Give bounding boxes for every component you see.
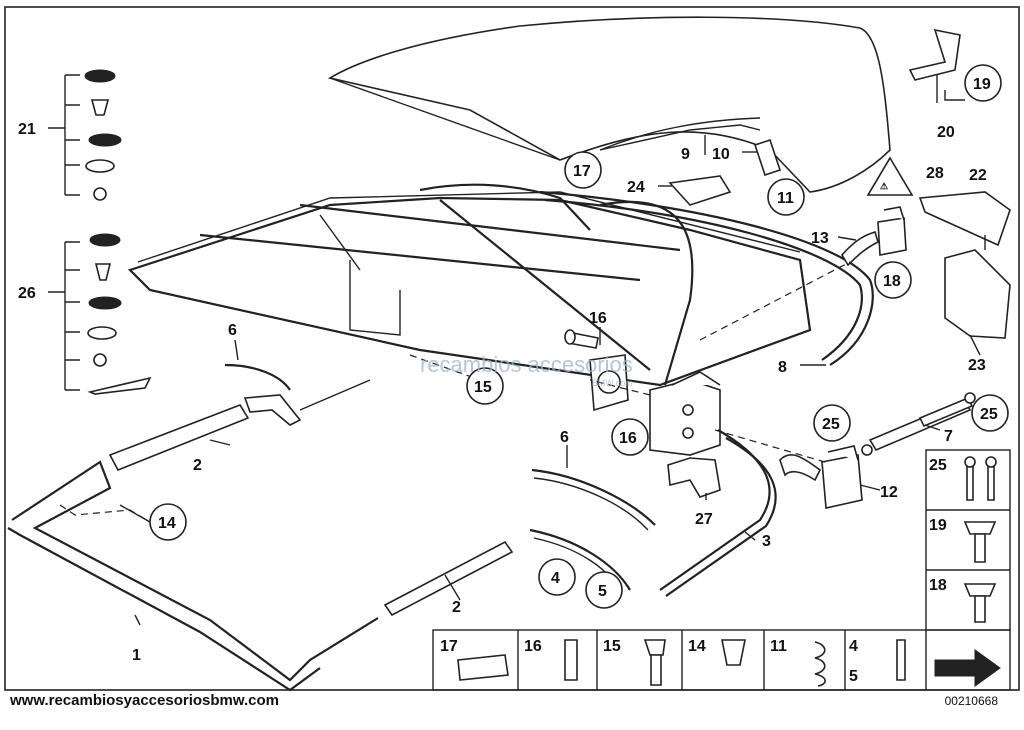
label-20: 20: [937, 124, 955, 141]
label-28: 28: [926, 165, 944, 182]
bottom-legend-17: 17: [440, 638, 458, 655]
bracket-23: [944, 249, 1011, 339]
label-2-left: 2: [193, 457, 202, 474]
bottom-legend: 17 16 15 14 11 4 5: [432, 629, 1011, 691]
label-16-bracket: 16: [619, 430, 637, 447]
label-14: 14: [158, 515, 176, 532]
bottom-legend-14: 14: [688, 638, 706, 655]
bottom-legend-16: 16: [524, 638, 542, 655]
watermark-text: recambios accesorios: [420, 352, 633, 377]
bottom-legend-15: 15: [603, 638, 621, 655]
label-4: 4: [551, 570, 560, 587]
label-2-bottom: 2: [452, 599, 461, 616]
bracket-20: [908, 28, 961, 81]
flange-plate: [564, 329, 629, 412]
strip-6-right: [531, 468, 656, 526]
label-3: 3: [762, 533, 771, 550]
label-5: 5: [598, 583, 607, 600]
bottom-legend-5: 5: [849, 668, 858, 685]
gas-strut-7: [861, 392, 976, 456]
cover-24: [668, 175, 732, 206]
label-24: 24: [627, 179, 645, 196]
label-12: 12: [880, 484, 898, 501]
label-7: 7: [944, 428, 953, 445]
svg-text:⚠: ⚠: [880, 181, 888, 191]
footer-url: www.recambiosyaccesoriosbmw.com: [10, 692, 279, 709]
seal-1: [11, 460, 379, 682]
label-18: 18: [883, 273, 901, 290]
seal-3: [659, 429, 771, 591]
strip-6-left: [224, 363, 291, 391]
spring-10: [753, 138, 782, 177]
bottom-legend-4: 4: [849, 638, 858, 655]
soft-top-cover: [327, 16, 891, 193]
label-19: 19: [973, 76, 991, 93]
label-8: 8: [778, 359, 787, 376]
bottom-legend-11: 11: [770, 638, 787, 655]
label-22: 22: [969, 167, 987, 184]
watermark: recambios accesorios BMW.com: [420, 352, 633, 388]
lock-12: [779, 445, 863, 509]
label-15: 15: [474, 379, 492, 396]
label-27: 27: [695, 511, 713, 528]
side-legend-25: 25: [929, 457, 947, 474]
side-legend: 25 19 18: [925, 449, 1011, 631]
label-6-right: 6: [560, 429, 569, 446]
hinge-bracket-16: [649, 371, 721, 456]
label-25-strut: 25: [980, 406, 998, 423]
cable-9: [599, 124, 761, 151]
label-10: 10: [712, 146, 730, 163]
bracket-27: [667, 457, 721, 498]
label-25-lock: 25: [822, 416, 840, 433]
label-21: 21: [18, 121, 36, 138]
watermark-sub: BMW.com: [591, 378, 633, 388]
fastener-group-21: [48, 69, 122, 201]
label-23: 23: [968, 357, 986, 374]
fastener-group-26: [48, 233, 152, 395]
label-13: 13: [811, 230, 829, 247]
side-legend-18: 18: [929, 577, 947, 594]
cover-plate-22: [918, 191, 1011, 247]
label-26: 26: [18, 285, 36, 302]
label-1: 1: [132, 647, 141, 664]
lock-13: [841, 206, 907, 267]
diagram-code: 00210668: [944, 694, 998, 708]
strip-4-5: [529, 528, 631, 591]
label-16-top: 16: [589, 310, 607, 327]
seal-2-left: [108, 404, 250, 472]
label-9: 9: [681, 146, 690, 163]
warning-sticker-28: ⚠: [866, 156, 914, 196]
label-11: 11: [777, 190, 794, 207]
label-6-left: 6: [228, 322, 237, 339]
seal-2-bottom: [383, 540, 514, 617]
label-17: 17: [573, 163, 591, 180]
side-legend-19: 19: [929, 517, 947, 534]
